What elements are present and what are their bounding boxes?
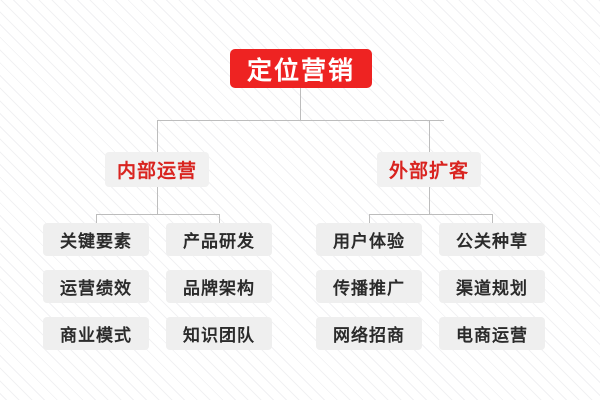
leaf-node-brand-architecture[interactable]: 品牌架构 xyxy=(166,270,272,303)
connector-right-stem xyxy=(429,187,430,214)
leaf-node-ecommerce-operations[interactable]: 电商运营 xyxy=(439,317,545,350)
connector-branch-drop-left xyxy=(157,120,158,152)
leaf-node-key-elements[interactable]: 关键要素 xyxy=(43,223,149,256)
branch-node-external-expansion[interactable]: 外部扩客 xyxy=(377,152,481,187)
root-node-positioning-marketing[interactable]: 定位营销 xyxy=(230,49,372,88)
connector-right-bar xyxy=(369,214,492,215)
connector-right-col1-drop xyxy=(369,214,370,223)
connector-root-stem xyxy=(300,88,301,120)
connector-left-col1-drop xyxy=(96,214,97,223)
connector-branch-bar xyxy=(157,120,444,121)
leaf-node-operational-performance[interactable]: 运营绩效 xyxy=(43,270,149,303)
branch-node-internal-operations[interactable]: 内部运营 xyxy=(105,152,209,187)
connector-left-stem xyxy=(157,187,158,214)
connector-right-col2-drop xyxy=(492,214,493,223)
connector-left-col2-drop xyxy=(219,214,220,223)
leaf-node-business-model[interactable]: 商业模式 xyxy=(43,317,149,350)
leaf-node-user-experience[interactable]: 用户体验 xyxy=(316,223,422,256)
leaf-node-product-rnd[interactable]: 产品研发 xyxy=(166,223,272,256)
connector-branch-drop-right xyxy=(429,120,430,152)
leaf-node-channel-planning[interactable]: 渠道规划 xyxy=(439,270,545,303)
connector-left-bar xyxy=(96,214,219,215)
leaf-node-knowledge-team[interactable]: 知识团队 xyxy=(166,317,272,350)
leaf-node-communication-promotion[interactable]: 传播推广 xyxy=(316,270,422,303)
leaf-node-online-investment[interactable]: 网络招商 xyxy=(316,317,422,350)
leaf-node-pr-seeding[interactable]: 公关种草 xyxy=(439,223,545,256)
